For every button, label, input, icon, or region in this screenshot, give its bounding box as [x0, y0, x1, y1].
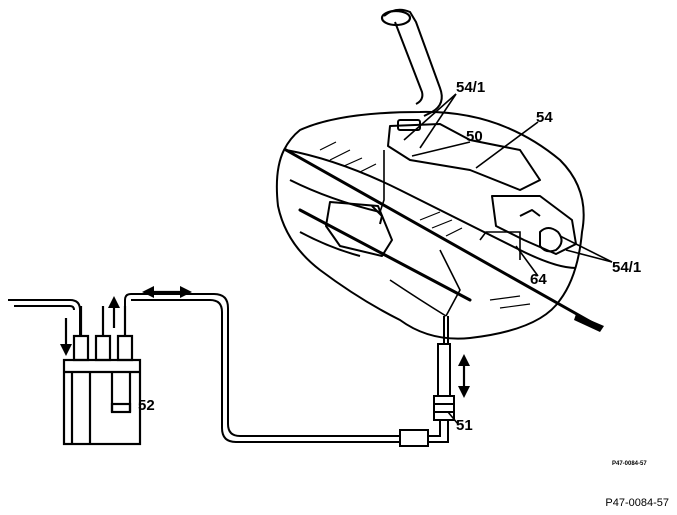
label-50: 50 [466, 128, 483, 145]
figure-reference: P47-0084-57 [605, 497, 669, 509]
label-64: 64 [530, 271, 547, 288]
fuel-tank [275, 8, 585, 340]
label-51: 51 [456, 417, 473, 434]
tank-vent-lines [379, 150, 521, 317]
charcoal-canister [62, 306, 142, 446]
label-54: 54 [536, 109, 553, 126]
right-vent-bracket [491, 195, 577, 255]
canister-inlet-pipe [8, 299, 81, 336]
leader-lines [403, 93, 613, 425]
sender-plate [387, 123, 541, 191]
label-52: 52 [138, 397, 155, 414]
label-54-1-right: 54/1 [612, 259, 641, 276]
label-54-1-top: 54/1 [456, 79, 485, 96]
valve-51 [433, 316, 455, 421]
small-drawing-ref: P47-0084-57 [612, 461, 647, 467]
flow-arrows [60, 286, 470, 398]
purge-line [124, 293, 449, 447]
tank-body [275, 110, 585, 340]
tank-straps [284, 148, 600, 328]
